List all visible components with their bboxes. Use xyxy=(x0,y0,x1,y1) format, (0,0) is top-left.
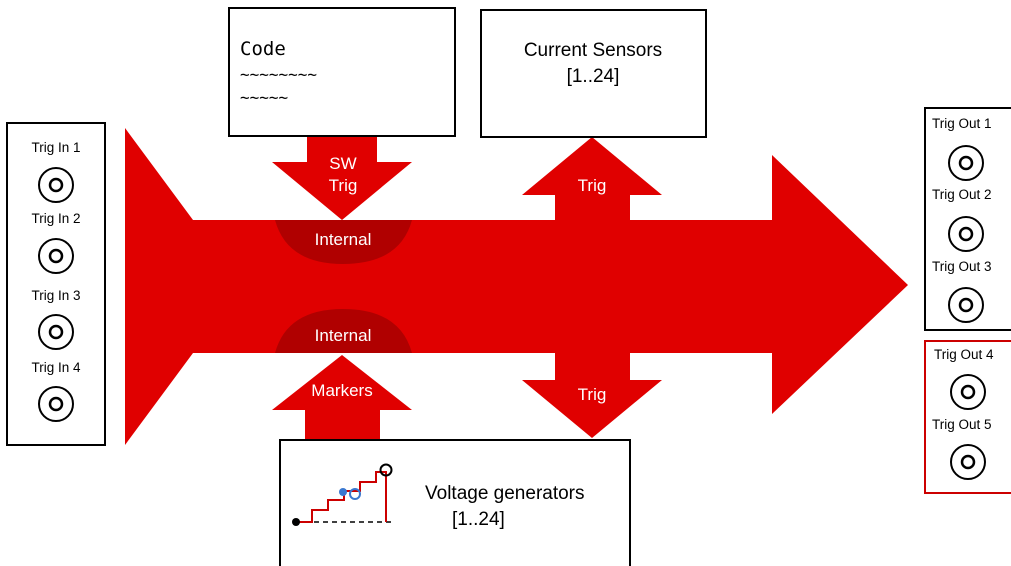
trig-in-3-label: Trig In 3 xyxy=(31,288,80,303)
trig-in-2-connector-icon[interactable] xyxy=(38,238,74,274)
trig-out-3-connector-icon[interactable] xyxy=(948,287,984,323)
trig-out-1-label: Trig Out 1 xyxy=(932,116,992,131)
internal-top-region xyxy=(275,220,412,264)
current-sensors-box: Current Sensors [1..24] xyxy=(480,9,707,138)
main-trigger-bus-arrow xyxy=(125,128,908,445)
trig-in-2-label: Trig In 2 xyxy=(31,211,80,226)
code-line-2: ~~~~~ xyxy=(240,88,288,107)
trig-down-arrow xyxy=(522,353,662,438)
trig-out-4-label: Trig Out 4 xyxy=(934,347,994,362)
trig-out-2-connector-icon[interactable] xyxy=(948,216,984,252)
trig-out-2-label: Trig Out 2 xyxy=(932,187,992,202)
internal-bottom-label: Internal xyxy=(315,326,372,345)
trig-in-4-connector-icon[interactable] xyxy=(38,386,74,422)
sw-trig-label-line1: SW xyxy=(329,154,356,173)
trig-up-arrow xyxy=(522,137,662,220)
trig-out-5-connector-icon[interactable] xyxy=(950,444,986,480)
trig-up-label: Trig xyxy=(578,176,607,195)
code-line-1: ~~~~~~~~ xyxy=(240,65,317,84)
voltage-generators-title: Voltage generators xyxy=(425,483,585,504)
internal-top-label: Internal xyxy=(315,230,372,249)
staircase-ramp-icon xyxy=(292,463,393,526)
internal-bottom-region xyxy=(275,309,412,353)
current-sensors-range: [1..24] xyxy=(567,66,620,87)
voltage-generators-range: [1..24] xyxy=(452,509,505,530)
markers-arrow xyxy=(272,355,412,440)
trig-in-1-label: Trig In 1 xyxy=(31,140,80,155)
code-title: Code xyxy=(240,38,286,60)
trig-out-4-connector-icon[interactable] xyxy=(950,374,986,410)
trig-in-1-connector-icon[interactable] xyxy=(38,167,74,203)
code-box: Code ~~~~~~~~ ~~~~~ xyxy=(228,7,456,137)
trig-down-label: Trig xyxy=(578,385,607,404)
trig-out-panel-1: Trig Out 1 Trig Out 2 Trig Out 3 xyxy=(924,107,1011,331)
current-sensors-title: Current Sensors xyxy=(524,40,662,61)
markers-label: Markers xyxy=(311,381,372,400)
trig-out-1-connector-icon[interactable] xyxy=(948,145,984,181)
trig-in-4-label: Trig In 4 xyxy=(31,360,81,375)
trig-in-panel: Trig In 1 Trig In 2 Trig In 3 Trig In 4 xyxy=(6,122,106,446)
trig-out-3-label: Trig Out 3 xyxy=(932,259,992,274)
trig-out-5-label: Trig Out 5 xyxy=(932,417,992,432)
sw-trig-label-line2: Trig xyxy=(329,176,358,195)
sw-trig-arrow xyxy=(272,137,412,220)
voltage-generators-box: Voltage generators [1..24] xyxy=(279,439,631,566)
trig-out-panel-2: Trig Out 4 Trig Out 5 xyxy=(924,340,1011,494)
trig-in-3-connector-icon[interactable] xyxy=(38,314,74,350)
